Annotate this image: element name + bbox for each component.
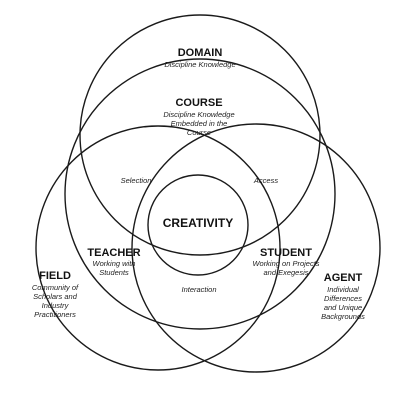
course-circle	[64, 58, 336, 330]
agent-subtitle-line-2: Differences	[324, 294, 362, 303]
field-subtitle-line-4: Practitioners	[34, 310, 76, 319]
student-subtitle-line-1: Working on Projects	[252, 259, 319, 268]
domain-title: DOMAIN	[178, 47, 223, 59]
interaction-label: Interaction	[181, 285, 216, 294]
teacher-subtitle-line-1: Working with	[93, 259, 136, 268]
creativity-circle	[147, 174, 249, 276]
domain-circle	[79, 14, 321, 256]
field-title: FIELD	[39, 270, 71, 282]
agent-subtitle-line-3: and Unique	[324, 303, 362, 312]
domain-subtitle: Discipline Knowledge	[164, 60, 235, 69]
course-subtitle-line-2: Embedded in the	[171, 119, 228, 128]
agent-circle	[131, 123, 381, 373]
agent-subtitle-line-1: Individual	[327, 285, 359, 294]
agent-title: AGENT	[324, 272, 363, 284]
access-label: Access	[253, 176, 278, 185]
course-subtitle-line-1: Discipline Knowledge	[163, 110, 234, 119]
field-subtitle-line-1: Community of	[32, 283, 79, 292]
field-subtitle-line-2: Scholars and	[33, 292, 78, 301]
course-subtitle-line-3: Course	[187, 128, 211, 137]
agent-subtitle-line-4: Backgrounds	[321, 312, 365, 321]
creativity-title: CREATIVITY	[163, 216, 233, 230]
course-title: COURSE	[175, 97, 222, 109]
teacher-title: TEACHER	[87, 247, 140, 259]
student-title: STUDENT	[260, 247, 312, 259]
teacher-subtitle-line-2: Students	[99, 268, 129, 277]
field-subtitle-line-3: Industry	[42, 301, 70, 310]
selection-label: Selection	[121, 176, 152, 185]
student-subtitle-line-2: and Exegesis	[263, 268, 308, 277]
field-circle	[35, 125, 281, 371]
